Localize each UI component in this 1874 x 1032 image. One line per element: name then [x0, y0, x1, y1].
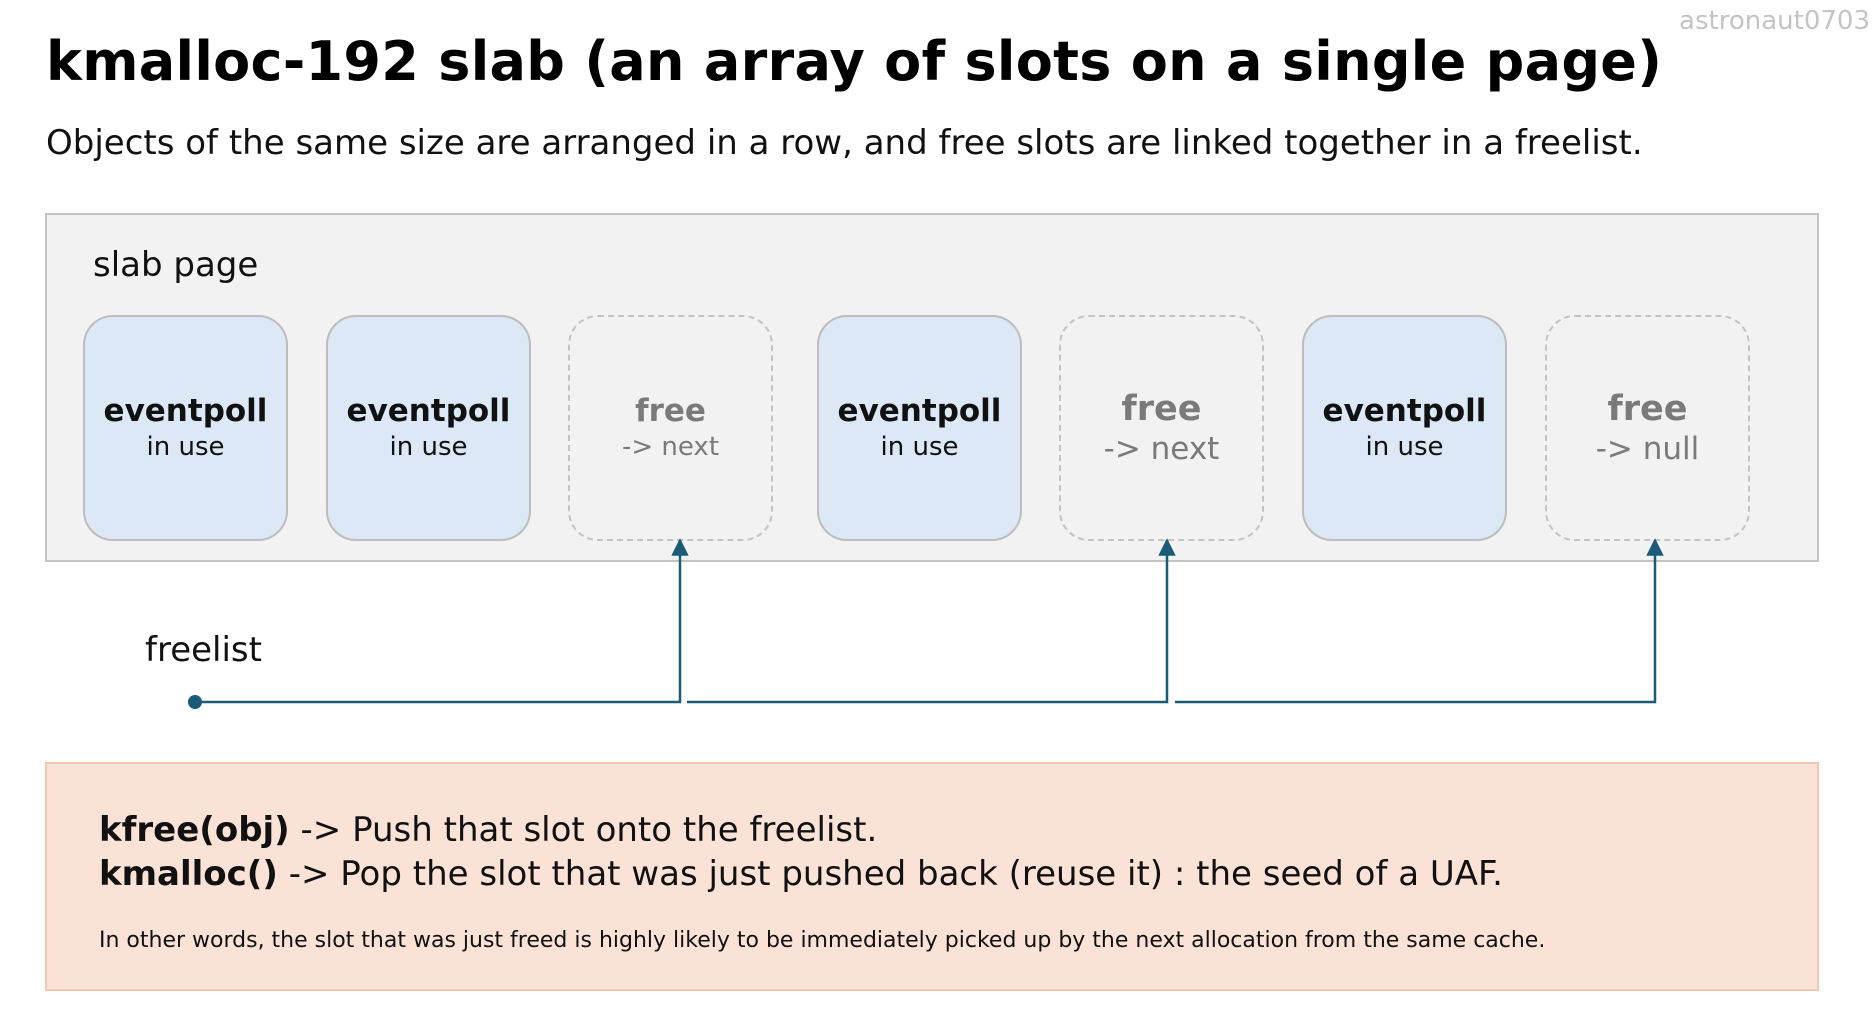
slot-3-free: free -> next	[568, 315, 773, 541]
slab-page: slab page eventpoll in use eventpoll in …	[45, 213, 1819, 562]
kmalloc-desc: -> Pop the slot that was just pushed bac…	[277, 854, 1503, 894]
kfree-fn: kfree(obj)	[99, 810, 290, 850]
slot-name: eventpoll	[837, 393, 1002, 429]
kmalloc-fn: kmalloc()	[99, 854, 278, 894]
kmalloc-line: kmalloc() -> Pop the slot that was just …	[99, 854, 1503, 894]
slot-name: free	[635, 393, 706, 429]
slot-state: in use	[1365, 432, 1444, 462]
freelist-link-1	[195, 538, 689, 704]
slot-state: -> null	[1595, 431, 1700, 467]
slot-state: in use	[389, 432, 468, 462]
slot-6-in-use: eventpoll in use	[1302, 315, 1507, 541]
footnote: In other words, the slot that was just f…	[99, 928, 1546, 953]
slot-state: -> next	[621, 432, 720, 462]
slot-name: eventpoll	[103, 393, 268, 429]
slot-state: in use	[880, 432, 959, 462]
freelist-link-3	[1175, 538, 1664, 704]
slot-1-in-use: eventpoll in use	[83, 315, 288, 541]
slot-name: free	[1121, 389, 1202, 429]
freelist-link-2	[687, 538, 1176, 704]
slot-name: eventpoll	[346, 393, 511, 429]
slot-state: in use	[146, 432, 225, 462]
slot-2-in-use: eventpoll in use	[326, 315, 531, 541]
watermark: astronaut0703	[1679, 6, 1870, 36]
kfree-line: kfree(obj) -> Push that slot onto the fr…	[99, 810, 877, 850]
slab-page-label: slab page	[93, 245, 259, 285]
freelist-label: freelist	[145, 630, 262, 670]
slot-state: -> next	[1103, 431, 1220, 467]
slot-name: free	[1607, 389, 1688, 429]
explanation-box: kfree(obj) -> Push that slot onto the fr…	[45, 762, 1819, 991]
slot-4-in-use: eventpoll in use	[817, 315, 1022, 541]
page-title: kmalloc-192 slab (an array of slots on a…	[46, 30, 1663, 93]
kfree-desc: -> Push that slot onto the freelist.	[289, 810, 878, 850]
page-subtitle: Objects of the same size are arranged in…	[46, 123, 1643, 163]
slot-name: eventpoll	[1322, 393, 1487, 429]
